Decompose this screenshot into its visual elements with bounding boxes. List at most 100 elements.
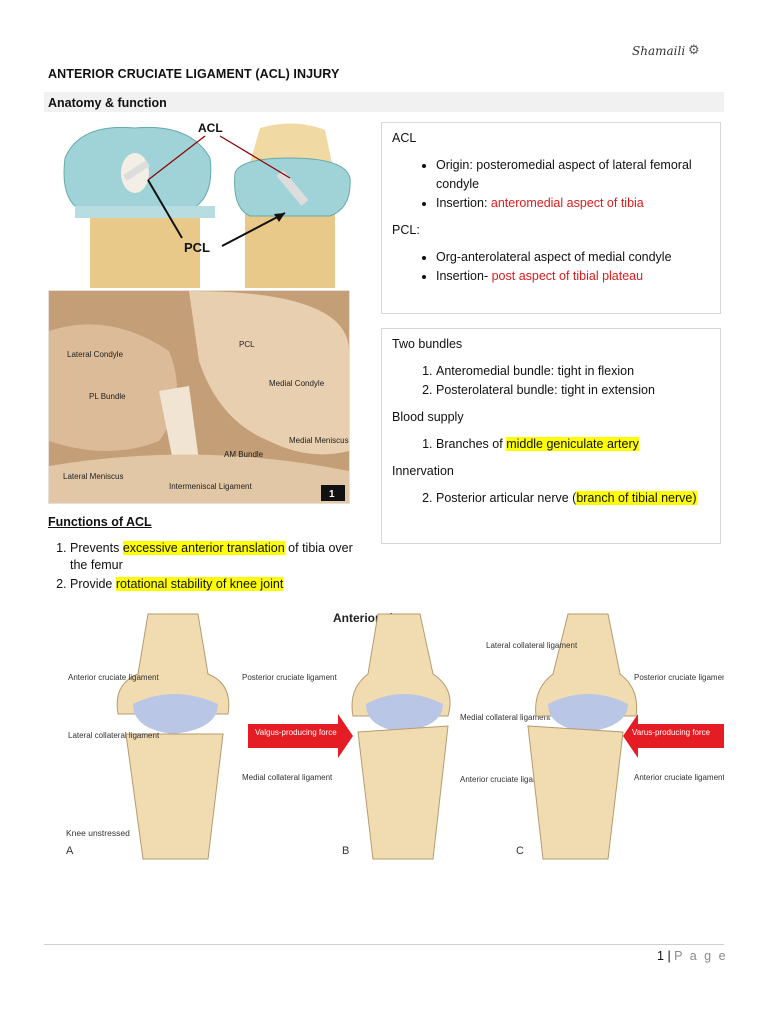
medial-condyle-shape bbox=[189, 291, 349, 455]
a-medial-label: Medial collateral ligament bbox=[242, 773, 333, 782]
acl-origin: Origin: posteromedial aspect of lateral … bbox=[436, 156, 710, 194]
knee-a-tibia bbox=[125, 733, 224, 860]
pcl-label: PCL bbox=[184, 240, 210, 255]
innervation-prefix: Posterior articular nerve ( bbox=[436, 491, 577, 505]
tibial-plateau-shape bbox=[49, 454, 349, 503]
letter-b: B bbox=[342, 845, 349, 857]
anterior-view-svg: Anterior view Anterior cruciate ligament… bbox=[66, 611, 724, 860]
a-anterior-label: Anterior cruciate ligament bbox=[68, 673, 159, 682]
label-pcl: PCL bbox=[239, 340, 255, 349]
function-1-suffix: of tibia over the femur bbox=[70, 541, 353, 572]
section-title: Anatomy & function bbox=[48, 96, 167, 110]
figure-dissection-photo: PCL Lateral Condyle Medial Condyle PL Bu… bbox=[48, 290, 350, 504]
footer-divider bbox=[44, 944, 724, 945]
label-pl-bundle: PL Bundle bbox=[89, 392, 126, 401]
pcl-arrow-right bbox=[221, 212, 286, 247]
function-item: Prevents excessive anterior translation … bbox=[70, 540, 368, 574]
knee-b-femur bbox=[351, 613, 451, 717]
c-lateral-label: Lateral collateral ligament bbox=[486, 641, 578, 650]
innervation-heading: Innervation bbox=[392, 464, 454, 478]
figure-acl-pcl-svg: ACL PCL bbox=[63, 121, 351, 288]
blood-prefix: Branches of bbox=[436, 437, 507, 451]
b-medial-label: Medial collateral ligament bbox=[460, 713, 551, 722]
pcl-list: Org-anterolateral aspect of medial condy… bbox=[392, 248, 710, 286]
acl-insertion-value: anteromedial aspect of tibia bbox=[490, 196, 644, 210]
figure-number-box bbox=[321, 485, 345, 501]
innervation-item: Posterior articular nerve (branch of tib… bbox=[436, 489, 710, 508]
acl-heading: ACL bbox=[392, 131, 417, 145]
femur-shaft-right bbox=[250, 123, 332, 163]
c-force-label: Varus-producing force bbox=[632, 728, 711, 737]
c-anterior-label: Anterior cruciate ligament bbox=[634, 773, 724, 782]
tibia-right bbox=[245, 213, 335, 288]
tibia-left bbox=[90, 208, 200, 288]
functions-list: Prevents excessive anterior translation … bbox=[48, 540, 368, 595]
pcl-insertion-value: post aspect of tibial plateau bbox=[491, 269, 644, 283]
letter-c: C bbox=[516, 845, 524, 857]
pcl-arrow-left bbox=[147, 179, 183, 239]
section-bar bbox=[44, 92, 724, 112]
blood-highlight: middle geniculate artery bbox=[506, 437, 639, 451]
ligament-left bbox=[123, 160, 150, 181]
menisci-left bbox=[75, 206, 215, 218]
knee-a-femur bbox=[116, 613, 230, 715]
dissection-svg: PCL Lateral Condyle Medial Condyle PL Bu… bbox=[49, 291, 349, 503]
letter-a: A bbox=[66, 845, 74, 857]
bundle-item: Posterolateral bundle: tight in extensio… bbox=[436, 381, 710, 400]
pcl-origin: Org-anterolateral aspect of medial condy… bbox=[436, 248, 710, 267]
pcl-insertion-prefix: Insertion- bbox=[436, 269, 492, 283]
knee-c-cartilage bbox=[548, 694, 628, 732]
innervation-list: Posterior articular nerve (branch of tib… bbox=[392, 489, 710, 508]
document-title: ANTERIOR CRUCIATE LIGAMENT (ACL) INJURY bbox=[48, 67, 340, 81]
function-1-prefix: Prevents bbox=[70, 541, 123, 555]
pcl-heading: PCL: bbox=[392, 223, 420, 237]
bundles-list: Anteromedial bundle: tight in flexion Po… bbox=[392, 362, 710, 400]
knee-c-femur bbox=[535, 613, 638, 717]
functions-title: Functions of ACL bbox=[48, 515, 152, 529]
lateral-condyle-shape bbox=[49, 324, 177, 451]
valgus-force-arrow-icon bbox=[248, 714, 353, 758]
acl-list: Origin: posteromedial aspect of lateral … bbox=[392, 156, 710, 213]
c-posterior-label: Posterior cruciate ligament bbox=[634, 673, 724, 682]
label-medial-condyle: Medial Condyle bbox=[269, 379, 325, 388]
b-force-label: Valgus-producing force bbox=[255, 728, 337, 737]
bundle-item: Anteromedial bundle: tight in flexion bbox=[436, 362, 710, 381]
function-1-highlight: excessive anterior translation bbox=[122, 541, 285, 555]
knee-b-cartilage bbox=[366, 694, 443, 732]
knee-c-tibia bbox=[527, 725, 624, 860]
pcl-arrowhead-icon bbox=[274, 213, 285, 222]
acl-arrow-right bbox=[219, 135, 291, 179]
blood-supply-heading: Blood supply bbox=[392, 410, 464, 424]
signature: Shamaili bbox=[632, 44, 686, 58]
bundles-panel: Two bundles Anteromedial bundle: tight i… bbox=[381, 328, 721, 544]
figure-anterior-view: Anterior view Anterior cruciate ligament… bbox=[48, 604, 724, 864]
knee-b-tibia bbox=[357, 725, 449, 860]
varus-force-arrow-icon bbox=[623, 714, 724, 758]
blood-supply-list: Branches of middle geniculate artery bbox=[392, 435, 710, 454]
acl-insertion: Insertion: anteromedial aspect of tibia bbox=[436, 194, 710, 213]
knee-a-cartilage bbox=[133, 694, 218, 734]
acl-arrow-left bbox=[147, 135, 206, 181]
bundles-heading: Two bundles bbox=[392, 337, 463, 351]
acl-insertion-prefix: Insertion: bbox=[436, 196, 491, 210]
function-2-highlight: rotational stability of knee joint bbox=[115, 577, 284, 591]
signature-mark-icon: ⚙ bbox=[688, 42, 700, 57]
page-number: 1 bbox=[657, 949, 664, 963]
label-medial-meniscus: Medial Meniscus bbox=[289, 436, 349, 445]
a-posterior-label: Posterior cruciate ligament bbox=[242, 673, 337, 682]
pcl-insertion: Insertion- post aspect of tibial plateau bbox=[436, 267, 710, 286]
function-item: Provide rotational stability of knee joi… bbox=[70, 576, 368, 593]
label-am-bundle: AM Bundle bbox=[224, 450, 264, 459]
ligament-right bbox=[276, 170, 309, 206]
innervation-highlight: branch of tibial nerve) bbox=[576, 491, 697, 505]
label-intermeniscal-ligament: Intermeniscal Ligament bbox=[169, 482, 252, 491]
figure-acl-pcl-knees: ACL PCL bbox=[60, 118, 360, 288]
a-lateral-label: Lateral collateral ligament bbox=[68, 731, 160, 740]
blood-supply-item: Branches of middle geniculate artery bbox=[436, 435, 710, 454]
page-footer: 1 | P a g e bbox=[657, 949, 728, 963]
b-anterior-label: Anterior cruciate ligament bbox=[460, 775, 551, 784]
figure-number: 1 bbox=[329, 489, 335, 500]
label-lateral-meniscus: Lateral Meniscus bbox=[63, 472, 123, 481]
page-word: P a g e bbox=[674, 949, 728, 963]
acl-bundle-shape bbox=[159, 386, 199, 466]
